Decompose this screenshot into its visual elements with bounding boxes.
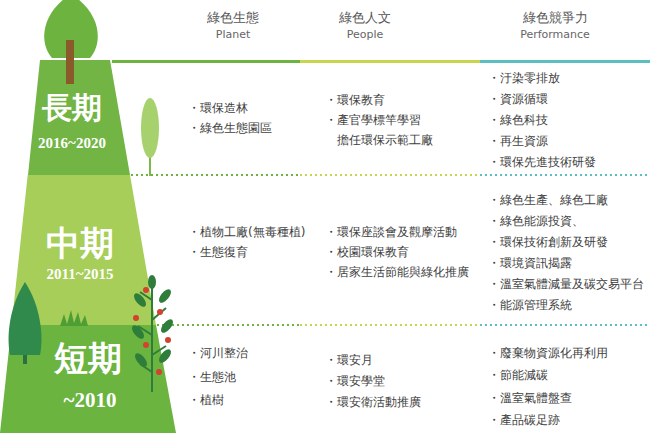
header-rule: [112, 60, 650, 63]
tier-band: [28, 60, 130, 175]
list-item: ・環安衛活動推廣: [325, 392, 421, 412]
dotted-dividers: [131, 175, 650, 325]
list-item: ・環保座談會及觀摩活動: [325, 222, 457, 242]
plant-leaf: [159, 317, 175, 334]
list-item: ・產官學標竿學習 擔任環保示範工廠: [325, 110, 445, 150]
list-item: ・環保教育: [325, 90, 385, 110]
list-item: ・廢棄物資源化再利用: [488, 343, 608, 363]
performance-rule: [480, 60, 650, 63]
timeline-tier: 中期2011~2015: [11, 175, 157, 325]
list-item: ・河川整治: [188, 343, 248, 363]
list-item: ・綠色生態園區: [188, 118, 272, 138]
list-item: ・節能減碳: [488, 365, 548, 385]
list-item: ・汙染零排放: [488, 68, 560, 88]
tier-years: 2016~2020: [38, 134, 106, 152]
berry: [157, 309, 163, 315]
planet-rule: [112, 60, 300, 63]
plant-leaf: [157, 287, 173, 304]
list-item: ・生態池: [188, 367, 236, 387]
list-item: ・溫室氣體盤查: [488, 388, 572, 408]
list-item: ・溫室氣體減量及碳交易平台: [488, 274, 644, 294]
timeline-tier: 長期 2016~2020: [28, 60, 130, 175]
berry: [165, 337, 171, 343]
tree-trunk: [66, 40, 74, 84]
tier-title: 短期: [54, 338, 122, 379]
timeline-tier: 短期 ~2010: [0, 325, 176, 433]
tier-years: ~2010: [64, 388, 117, 413]
column-heading: 綠色競爭力: [523, 10, 588, 26]
divider-line: [300, 174, 480, 176]
tier-band: [12, 175, 156, 325]
list-item: ・植物工廠(無毒種植): [188, 222, 305, 242]
small-tree: [141, 98, 159, 176]
tier-years: 2011~2015: [47, 265, 114, 283]
divider-line: [480, 324, 650, 326]
divider-line: [480, 174, 650, 176]
list-item: ・居家生活節能與綠化推廣: [325, 262, 469, 282]
list-item: ・環安月: [325, 350, 373, 370]
list-item: ・綠色能源投資、: [488, 211, 584, 231]
list-item: ・再生資源: [488, 131, 548, 151]
people-rule: [300, 60, 480, 63]
berry: [133, 315, 139, 321]
tier-band: [0, 325, 176, 433]
berry: [156, 369, 162, 375]
tree-crown: [141, 98, 159, 158]
list-item: ・環安學堂: [325, 371, 385, 391]
list-item: ・綠色生產、綠色工廠: [488, 190, 608, 210]
list-item: ・綠色科技: [488, 110, 548, 130]
column-heading: 綠色人文: [339, 10, 391, 26]
list-item: ・植樹: [188, 390, 224, 410]
list-item: ・能源管理系統: [488, 295, 572, 315]
berry: [143, 287, 149, 293]
divider-line: [131, 174, 300, 176]
list-item: ・生態復育: [188, 242, 248, 262]
column-heading: 綠色生態: [207, 10, 259, 26]
tier-title: 中期: [46, 223, 114, 264]
list-item: ・環保技術創新及研發: [488, 232, 608, 252]
list-item: ・產品碳足跡: [488, 410, 560, 430]
list-item: ・環境資訊揭露: [488, 253, 572, 273]
list-item: ・環保先進技術研發: [488, 152, 596, 172]
tier-title: 長期: [42, 90, 102, 126]
list-item: ・環保造林: [188, 98, 248, 118]
list-item: ・資源循環: [488, 89, 548, 109]
column-subheading: Performance: [520, 28, 590, 42]
divider-line: [157, 324, 300, 326]
list-item: ・校園環保教育: [325, 242, 409, 262]
column-subheading: Planet: [216, 28, 250, 42]
column-subheading: People: [347, 28, 384, 42]
divider-line: [300, 324, 480, 326]
plant-leaf: [148, 275, 156, 289]
berry: [143, 342, 149, 348]
